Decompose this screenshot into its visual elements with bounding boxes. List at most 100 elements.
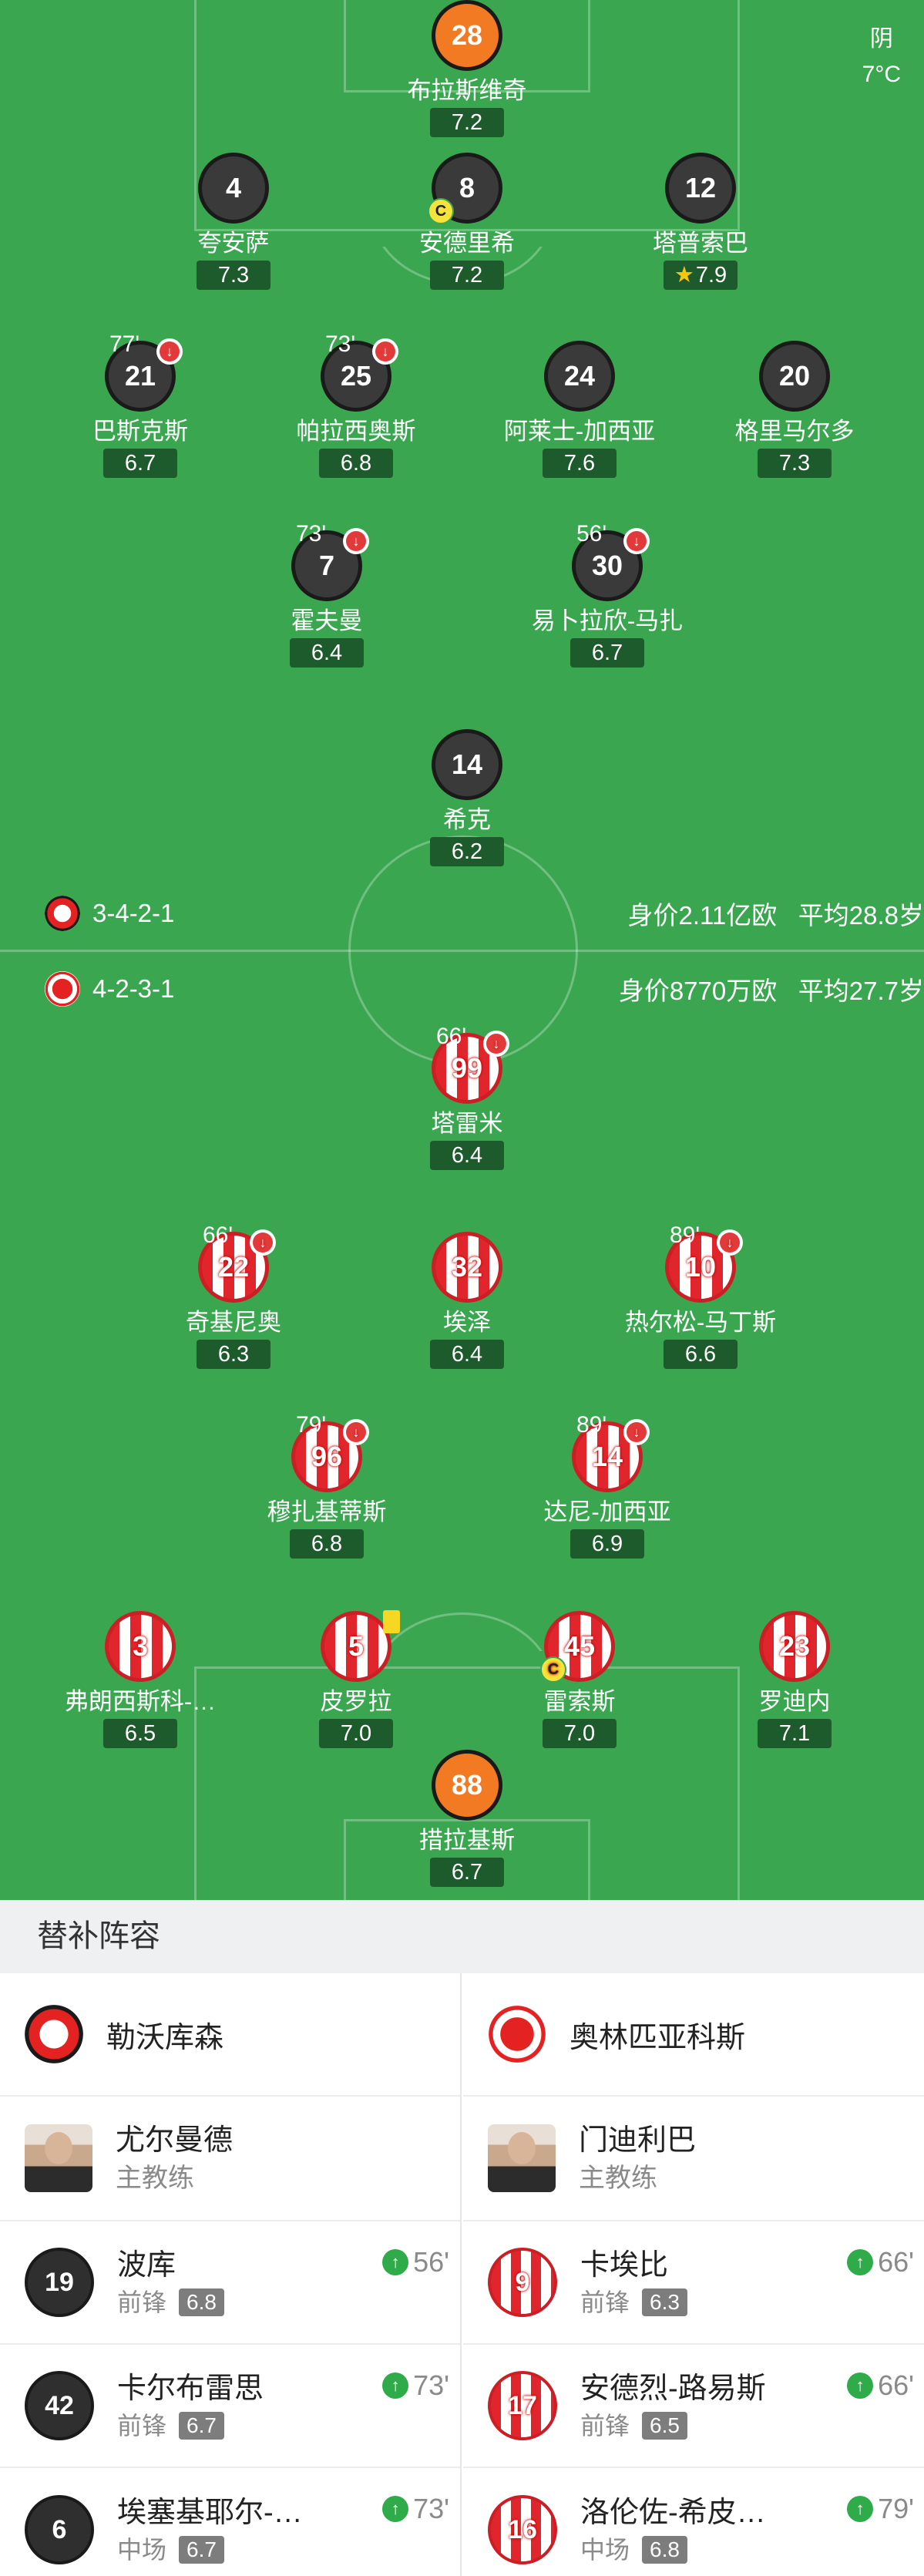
player-rating: 6.3 <box>197 1340 270 1369</box>
home-player[interactable]: 20 格里马尔多 7.3 <box>664 341 924 478</box>
home-player[interactable]: 14 希克 6.2 <box>336 729 598 866</box>
leverkusen-logo-icon <box>45 896 80 931</box>
player-rating: 6.4 <box>430 1340 504 1369</box>
coach-role: 主教练 <box>579 2164 657 2193</box>
away-player[interactable]: 99 ↓ 66' 塔雷米 6.4 <box>336 1024 598 1170</box>
player-rating: 7.0 <box>319 1719 393 1748</box>
sub-name: 卡尔布雷思 <box>117 2373 264 2405</box>
player-rating: 6.6 <box>664 1340 738 1369</box>
away-player[interactable]: 3 弗朗西斯科-… 6.5 <box>9 1611 271 1748</box>
player-name: 帕拉西奥斯 <box>296 418 416 445</box>
player-rating: 6.2 <box>430 837 504 866</box>
player-name: 格里马尔多 <box>734 418 855 445</box>
home-player[interactable]: 30 ↓ 56' 易卜拉欣-马扎 6.7 <box>476 521 738 668</box>
player-jersey: 88 <box>432 1750 502 1821</box>
home-player[interactable]: 12 塔普索巴 ★7.9 <box>570 153 832 290</box>
away-player[interactable]: 10 ↓ 89' 热尔松-马丁斯 6.6 <box>570 1222 832 1369</box>
pitch: 阴 7°C 28 布拉斯维奇 7.2 4 夸安萨 7.3 8 C 安德里希 7.… <box>0 0 924 1900</box>
player-jersey: 20 <box>759 341 830 412</box>
sub-out-icon: ↓ <box>483 1031 509 1057</box>
coach-row[interactable]: 门迪利巴 主教练 <box>463 2097 924 2221</box>
sub-out-minute: 89' <box>670 1222 701 1248</box>
sub-out-minute: 73' <box>325 331 356 357</box>
away-player[interactable]: 14 ↓ 89' 达尼-加西亚 6.9 <box>476 1412 738 1559</box>
sub-out-minute: 79' <box>296 1412 327 1438</box>
player-rating: 7.0 <box>543 1719 617 1748</box>
sub-rating: 6.8 <box>179 2288 224 2316</box>
player-jersey: 12 <box>665 153 736 224</box>
player-name: 达尼-加西亚 <box>543 1498 671 1525</box>
home-player[interactable]: 24 阿莱士-加西亚 7.6 <box>449 341 711 478</box>
sub-out-minute: 66' <box>203 1222 234 1248</box>
sub-in-icon: ↑ <box>847 2249 874 2275</box>
sub-jersey: 19 <box>25 2248 94 2317</box>
coach-avatar <box>488 2124 556 2192</box>
home-player[interactable]: 4 夸安萨 7.3 <box>102 153 365 290</box>
player-rating: 6.9 <box>570 1529 644 1559</box>
away-player[interactable]: 45 C 雷索斯 7.0 <box>449 1611 711 1748</box>
away-player[interactable]: 5 皮罗拉 7.0 <box>225 1610 487 1748</box>
player-jersey: 23 <box>759 1611 830 1682</box>
sub-in-icon: ↑ <box>847 2373 874 2399</box>
sub-in-indicator: ↑73' <box>382 2369 449 2402</box>
player-name: 塔普索巴 <box>653 230 748 257</box>
coach-name: 门迪利巴 <box>579 2124 697 2157</box>
sub-out-minute: 73' <box>296 521 327 546</box>
home-player[interactable]: 8 C 安德里希 7.2 <box>336 153 598 290</box>
penalty-box-top <box>194 0 740 231</box>
team-header[interactable]: 奥林匹亚科斯 <box>463 1973 924 2097</box>
away-player[interactable]: 23 罗迪内 7.1 <box>664 1611 924 1748</box>
away-player[interactable]: 88 措拉基斯 6.7 <box>336 1750 598 1887</box>
player-jersey: 5 <box>321 1610 400 1682</box>
sub-out-icon: ↓ <box>623 1419 650 1445</box>
player-name: 措拉基斯 <box>419 1827 515 1854</box>
team-header[interactable]: 勒沃库森 <box>0 1973 460 2097</box>
away-player[interactable]: 22 ↓ 66' 奇基尼奥 6.3 <box>102 1222 365 1369</box>
player-name: 奇基尼奥 <box>186 1309 281 1336</box>
player-name: 布拉斯维奇 <box>407 77 527 104</box>
player-jersey: 28 <box>432 0 502 71</box>
sub-in-icon: ↑ <box>382 2496 409 2522</box>
sub-position: 前锋 <box>580 2412 630 2440</box>
sub-name: 安德烈-路易斯 <box>580 2373 766 2405</box>
player-jersey: 8 C <box>428 153 502 224</box>
sub-name: 卡埃比 <box>580 2249 669 2282</box>
player-jersey: 30 ↓ <box>572 528 650 601</box>
sub-position: 中场 <box>580 2536 630 2564</box>
home-player[interactable]: 21 ↓ 77' 巴斯克斯 6.7 <box>9 331 271 478</box>
sub-rating: 6.8 <box>642 2536 687 2564</box>
player-name: 皮罗拉 <box>320 1688 392 1715</box>
player-name: 罗迪内 <box>758 1688 831 1715</box>
player-name: 埃泽 <box>443 1309 491 1336</box>
player-jersey: 14 ↓ <box>572 1419 650 1492</box>
sub-jersey: 42 <box>25 2371 94 2440</box>
player-jersey: 4 <box>198 153 269 224</box>
player-rating: 6.4 <box>430 1141 504 1170</box>
player-name: 易卜拉欣-马扎 <box>531 607 684 634</box>
home-value-age: 身价2.11亿欧 平均28.8岁 <box>627 901 924 930</box>
sub-position: 前锋 <box>117 2412 167 2440</box>
home-player[interactable]: 7 ↓ 73' 霍夫曼 6.4 <box>196 521 458 668</box>
away-player[interactable]: 32 埃泽 6.4 <box>336 1232 598 1369</box>
sub-out-minute: 66' <box>436 1024 467 1049</box>
goal-box-top <box>344 0 590 92</box>
home-formation-row: 3-4-2-1 身价2.11亿欧 平均28.8岁 <box>45 894 924 933</box>
player-rating: 6.7 <box>103 449 177 478</box>
away-player[interactable]: 96 ↓ 79' 穆扎基蒂斯 6.8 <box>196 1412 458 1559</box>
player-name: 霍夫曼 <box>291 607 363 634</box>
player-rating: 7.2 <box>430 261 504 290</box>
player-rating: 6.8 <box>319 449 393 478</box>
coach-row[interactable]: 尤尔曼德 主教练 <box>0 2097 460 2221</box>
home-player[interactable]: 25 ↓ 73' 帕拉西奥斯 6.8 <box>225 331 487 478</box>
player-jersey: 22 ↓ <box>198 1229 276 1303</box>
team-name: 奥林匹亚科斯 <box>570 2021 746 2054</box>
home-player[interactable]: 28 布拉斯维奇 7.2 <box>336 0 598 137</box>
